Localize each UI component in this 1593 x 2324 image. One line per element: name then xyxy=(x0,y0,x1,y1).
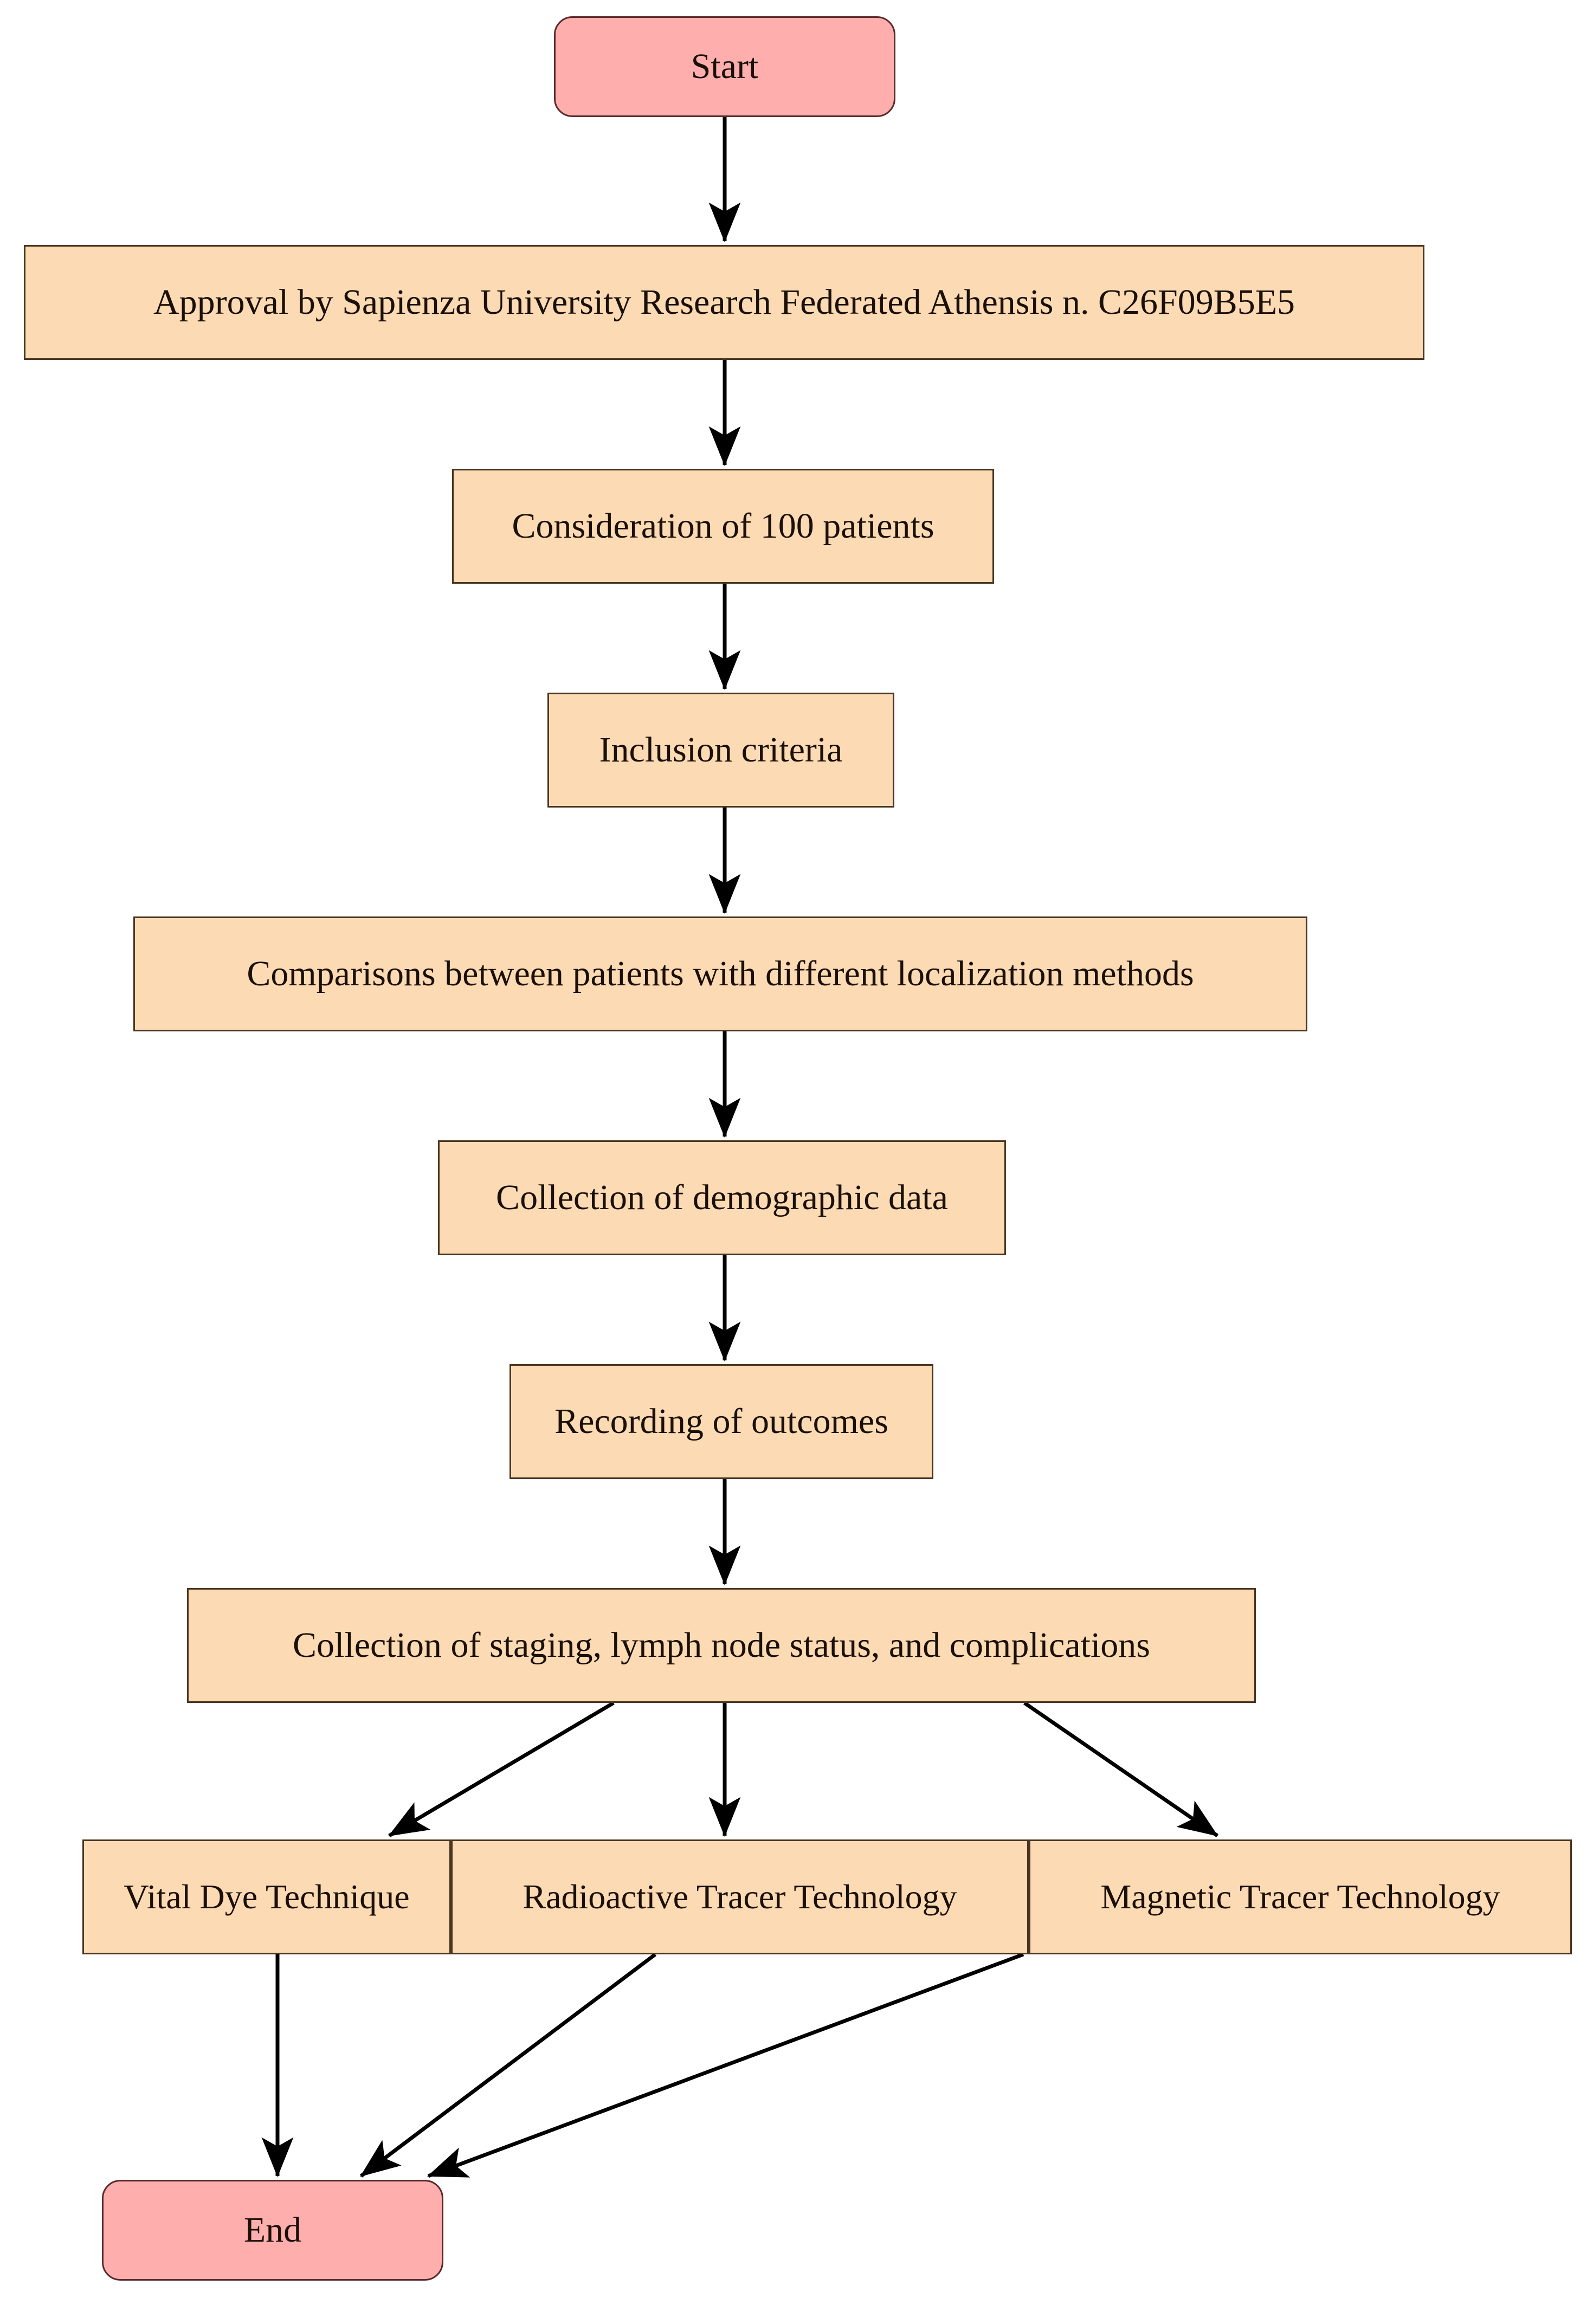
node-end[interactable]: End xyxy=(102,2180,443,2281)
node-inclusion-criteria[interactable]: Inclusion criteria xyxy=(547,693,894,808)
node-demographic-data[interactable]: Collection of demographic data xyxy=(438,1140,1006,1255)
node-radioactive-tracer-technology[interactable]: Radioactive Tracer Technology xyxy=(451,1839,1029,1954)
edge-staging-to-magnetic-tracer xyxy=(1023,1701,1218,1837)
node-staging-collection[interactable]: Collection of staging, lymph node status… xyxy=(187,1588,1256,1703)
node-comparisons[interactable]: Comparisons between patients with differ… xyxy=(133,916,1307,1031)
node-magnetic-tracer-technology[interactable]: Magnetic Tracer Technology xyxy=(1029,1839,1572,1954)
edge-radioactive-tracer-to-end xyxy=(359,1953,657,2178)
edge-magnetic-tracer-to-end xyxy=(427,1952,1024,2178)
node-consideration-of-patients[interactable]: Consideration of 100 patients xyxy=(452,469,994,584)
node-approval[interactable]: Approval by Sapienza University Research… xyxy=(24,245,1424,360)
node-start[interactable]: Start xyxy=(554,16,895,117)
node-recording-outcomes[interactable]: Recording of outcomes xyxy=(509,1364,933,1479)
edge-staging-to-vital-dye xyxy=(388,1701,615,1838)
node-vital-dye-technique[interactable]: Vital Dye Technique xyxy=(82,1839,451,1954)
